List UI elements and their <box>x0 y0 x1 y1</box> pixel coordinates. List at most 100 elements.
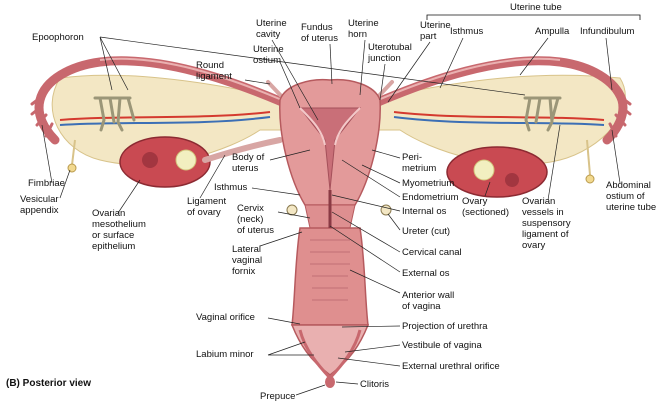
ovarian-vein-left <box>59 116 271 126</box>
label-ovarian-vessels: Ovarian vessels in suspensory ligament o… <box>522 196 571 251</box>
label-vestibule: Vestibule of vagina <box>402 340 482 351</box>
label-uterine-part: Uterine part <box>420 20 451 42</box>
fimbriae-right <box>608 96 632 138</box>
uterine-tube-left <box>34 56 287 145</box>
leader-isthmus-uterus <box>251 187 301 196</box>
epoophoron-left <box>93 96 136 132</box>
leader-vaginal-orifice <box>267 317 301 325</box>
ureter-cut-right <box>380 204 392 216</box>
leader-uterine-cavity <box>271 39 319 121</box>
leader-uterine-horn <box>359 39 366 96</box>
uterine-cavity <box>298 107 362 191</box>
label-myometrium: Myometrium <box>402 178 455 189</box>
label-vesicular-appendix: Vesicular appendix <box>20 194 59 216</box>
uterine-tube-header: Uterine tube <box>510 2 562 13</box>
label-projection-urethra: Projection of urethra <box>402 321 488 332</box>
label-cervix: Cervix (neck) of uterus <box>237 203 274 236</box>
leader-lateral-fornix <box>259 231 303 247</box>
leader-vesicular <box>59 169 71 199</box>
ovarian-artery-left <box>59 111 271 121</box>
ovarian-artery-right <box>393 111 605 121</box>
follicle-right-1 <box>473 159 495 181</box>
label-endometrium: Endometrium <box>402 192 459 203</box>
label-isthmus-tube: Isthmus <box>450 26 484 37</box>
leader-uterine-ostium <box>279 61 301 109</box>
leader-infundibulum <box>605 37 613 91</box>
leader-round-ligament <box>244 79 271 85</box>
leader-isthmus-tube <box>439 37 464 89</box>
leader-internal-os <box>331 194 401 212</box>
label-lateral-fornix: Lateral vaginal fornix <box>232 244 263 277</box>
leader-vestibule <box>344 344 401 353</box>
labia-minora <box>298 329 362 380</box>
leader-ovarian-vessels <box>547 124 561 201</box>
follicle-right-2 <box>505 173 519 187</box>
leader-fimbriae <box>41 124 53 184</box>
label-uterine-cavity: Uterine cavity <box>256 18 287 40</box>
vesicular-appendix-left <box>71 139 76 166</box>
label-ampulla: Ampulla <box>535 26 570 37</box>
leader-perimetrium <box>371 149 401 159</box>
ovary-left <box>119 136 211 188</box>
leader-epoophoron <box>99 36 526 96</box>
ureter-cut-left <box>286 204 298 216</box>
label-isthmus-uterus: Isthmus <box>214 182 248 193</box>
label-fimbriae: Fimbriae <box>28 178 65 189</box>
leader-body-uterus <box>269 149 311 161</box>
ovarian-vein-right <box>393 116 605 126</box>
follicle-left-1 <box>142 152 158 168</box>
tube-highlight-left <box>99 57 283 101</box>
endometrium-lining <box>299 107 361 146</box>
label-ligament-of-ovary: Ligament of ovary <box>187 196 227 218</box>
ligament-of-ovary <box>202 137 283 163</box>
vaginal-rugae <box>310 239 350 301</box>
uterine-tube-bracket <box>426 14 641 20</box>
label-infundibulum: Infundibulum <box>580 26 635 37</box>
label-epoophoron: Epoophoron <box>32 32 84 43</box>
label-body-of-uterus: Body of uterus <box>232 152 265 174</box>
leader-external-os <box>329 225 401 273</box>
figure-caption: (B) Posterior view <box>6 378 92 389</box>
leader-uterotubal <box>379 63 386 101</box>
leader-cervical-canal <box>331 211 401 253</box>
epoophoron-right <box>523 96 562 132</box>
leader-abdominal-ostium <box>611 129 621 184</box>
label-uterine-ostium: Uterine ostium <box>253 44 284 66</box>
leader-external-urethral <box>337 357 401 367</box>
leader-projection-urethra <box>341 325 401 328</box>
vesicular-appendix-right <box>586 139 591 176</box>
label-ureter: Ureter (cut) <box>402 226 451 237</box>
leader-cervix <box>277 211 311 219</box>
label-perimetrium: Peri- metrium <box>402 152 437 174</box>
follicle-left-2 <box>175 149 197 171</box>
leader-endometrium <box>341 159 401 198</box>
leader-prepuce <box>295 384 326 396</box>
label-fundus: Fundus of uterus <box>301 22 338 44</box>
label-clitoris: Clitoris <box>360 379 390 390</box>
leader-uterine-part <box>387 41 431 103</box>
label-external-urethral: External urethral orifice <box>402 361 500 372</box>
leader-ampulla <box>519 37 549 76</box>
clitoris-shape <box>325 376 335 388</box>
leader-ovary-sectioned <box>484 181 491 197</box>
leader-mesothelium <box>117 179 141 214</box>
uterine-tube-right <box>373 56 628 145</box>
leader-myometrium <box>361 164 401 184</box>
leader-fundus <box>329 43 333 85</box>
label-ovarian-mesothelium: Ovarian mesothelium or surface epitheliu… <box>92 208 146 252</box>
label-external-os: External os <box>402 268 450 279</box>
label-labium-minor: Labium minor <box>196 349 254 360</box>
label-prepuce: Prepuce <box>260 391 296 402</box>
label-round-ligament: Round ligament <box>196 60 232 82</box>
fimbriae-left <box>30 96 54 138</box>
tube-highlight-right <box>377 57 561 101</box>
label-uterotubal: Uterotubal junction <box>368 42 412 64</box>
leader-clitoris <box>335 381 359 385</box>
ovary-right <box>446 146 548 198</box>
leader-labium-minor <box>267 341 314 356</box>
label-uterine-horn: Uterine horn <box>348 18 379 40</box>
leader-ligament-ovary <box>199 154 226 199</box>
vestibule <box>290 324 370 376</box>
